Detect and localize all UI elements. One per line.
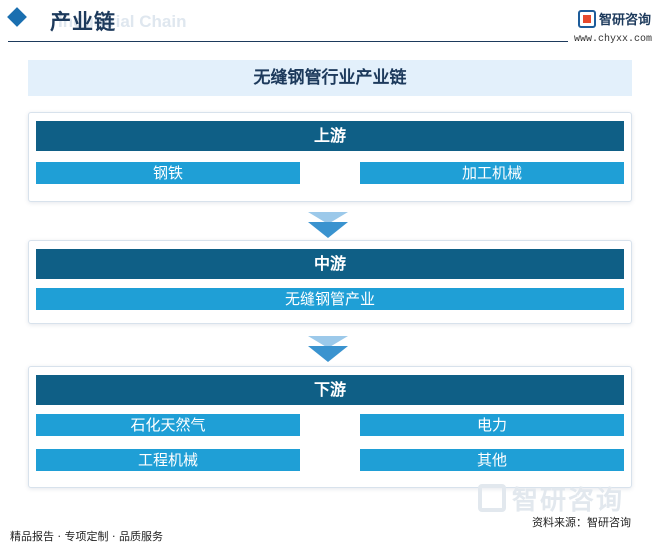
upstream-item-machinery: 加工机械 [360,162,624,184]
midstream-header: 中游 [36,249,624,279]
watermark-logo-icon [478,484,506,512]
upstream-item-steel: 钢铁 [36,162,300,184]
upstream-header: 上游 [36,121,624,151]
footer-slogan: 精品报告 · 专项定制 · 品质服务 [10,530,163,543]
page-title: 产业链 [50,10,116,34]
downstream-item-petrochemical: 石化天然气 [36,414,300,436]
downstream-item-power: 电力 [360,414,624,436]
flow-arrow-down-icon [308,336,348,362]
page-header: Industrial Chain 产业链 [0,0,663,48]
header-divider [8,41,568,42]
midstream-item-seamless-pipe: 无缝钢管产业 [36,288,624,310]
brand-logo-icon [578,10,596,28]
upstream-section: 上游 钢铁 加工机械 [28,112,632,202]
flow-arrow-down-icon [308,212,348,238]
downstream-item-other: 其他 [360,449,624,471]
brand-url: www.chyxx.com [574,34,653,45]
watermark-brand: 智研咨询 [512,486,625,516]
diamond-icon [7,7,27,27]
footer-source: 资料来源：智研咨询 [532,516,631,529]
brand-logo: 智研咨询 www.chyxx.com [574,8,658,45]
downstream-item-engineering-machinery: 工程机械 [36,449,300,471]
midstream-section: 中游 无缝钢管产业 [28,240,632,324]
downstream-header: 下游 [36,375,624,405]
brand-name: 智研咨询 [599,13,652,28]
diagram-title: 无缝钢管行业产业链 [28,60,632,96]
downstream-section: 下游 石化天然气 电力 工程机械 其他 [28,366,632,488]
